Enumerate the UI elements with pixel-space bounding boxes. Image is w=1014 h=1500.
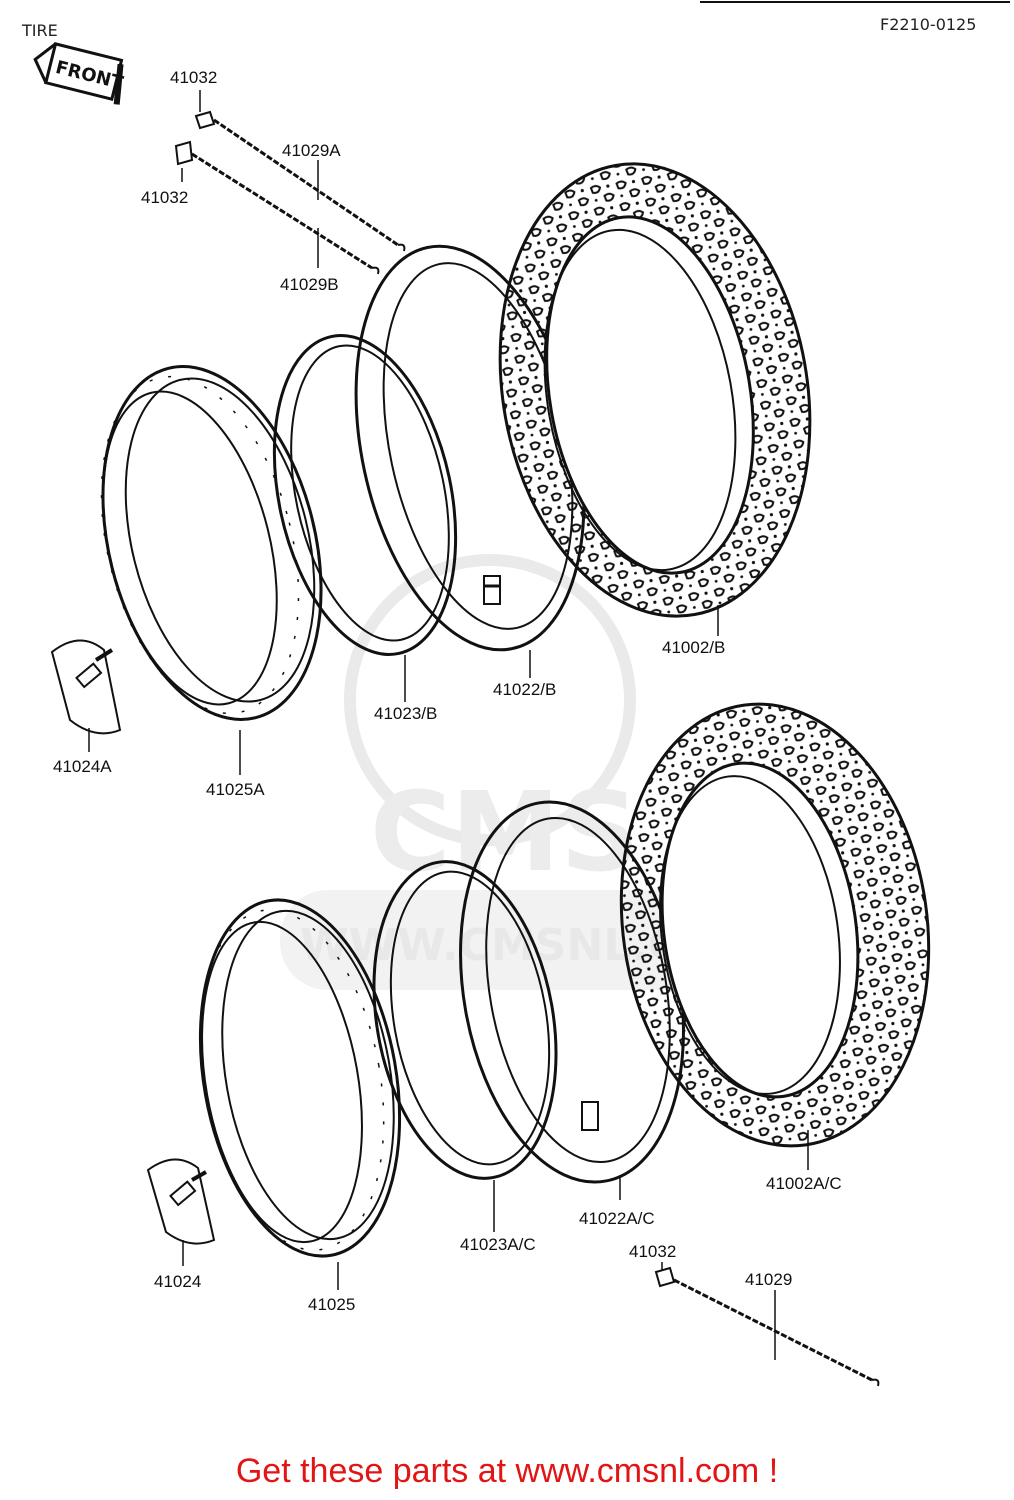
tire-41002ac — [619, 702, 931, 1148]
label-41032-top: 41032 — [170, 68, 217, 87]
rim-lock-41024 — [146, 1158, 216, 1245]
label-41002b: 41002/B — [662, 638, 725, 657]
label-41025: 41025 — [308, 1295, 355, 1314]
label-41024: 41024 — [154, 1272, 201, 1291]
rim-lock-41024a — [50, 639, 122, 735]
label-41024a: 41024A — [53, 757, 112, 776]
watermark-brand: CMS — [370, 768, 639, 896]
label-41022b: 41022/B — [493, 680, 556, 699]
label-41025a: 41025A — [206, 780, 265, 799]
label-41029a: 41029A — [282, 141, 341, 160]
rim-band-41023b — [272, 334, 458, 656]
footer-link[interactable]: Get these parts at www.cmsnl.com ! — [235, 1452, 779, 1490]
front-arrow-icon: FRONT — [33, 42, 126, 105]
rim-41025 — [198, 898, 402, 1258]
label-41023b: 41023/B — [374, 704, 437, 723]
label-41002ac: 41002A/C — [766, 1174, 842, 1193]
label-41032-mid: 41032 — [141, 188, 188, 207]
rim-band-41023ac — [372, 860, 558, 1180]
label-41029: 41029 — [745, 1270, 792, 1289]
spoke-41029a — [194, 110, 406, 252]
diagram-code: F2210-0125 — [880, 15, 976, 34]
tire-41002b — [498, 162, 812, 618]
spoke-41029b — [174, 140, 380, 275]
label-41023ac: 41023A/C — [460, 1235, 536, 1254]
rim-41025a — [100, 365, 323, 721]
label-41022ac: 41022A/C — [579, 1209, 655, 1228]
header: TIRE F2210-0125 — [21, 1, 1010, 40]
label-41029b: 41029B — [280, 275, 339, 294]
page-title: TIRE — [21, 21, 58, 40]
label-41032-bottom: 41032 — [629, 1242, 676, 1261]
spoke-41029 — [654, 1266, 880, 1387]
